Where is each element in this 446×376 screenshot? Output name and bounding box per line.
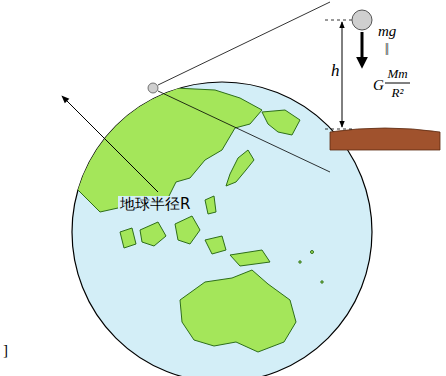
bracket-mark: ] (3, 343, 8, 358)
height-arrow (342, 22, 343, 127)
height-label: h (331, 62, 340, 79)
equals-sign: || (385, 42, 388, 54)
constant-label: G (373, 78, 384, 93)
height-guide (325, 129, 352, 130)
ground (330, 128, 440, 150)
radius-arrow (62, 96, 158, 192)
continents (60, 86, 344, 356)
ball (352, 10, 372, 30)
denominator-label: R² (392, 86, 404, 99)
ball-small (148, 83, 158, 93)
fraction-bar (385, 83, 410, 84)
force-label: mg (378, 24, 396, 39)
zoom-line (158, 2, 330, 85)
height-guide (325, 20, 352, 21)
zoom-line (158, 91, 330, 172)
radius-label: 地球半径R (118, 196, 192, 213)
numerator-label: Mm (387, 67, 407, 80)
gravity-arrow (361, 32, 364, 64)
